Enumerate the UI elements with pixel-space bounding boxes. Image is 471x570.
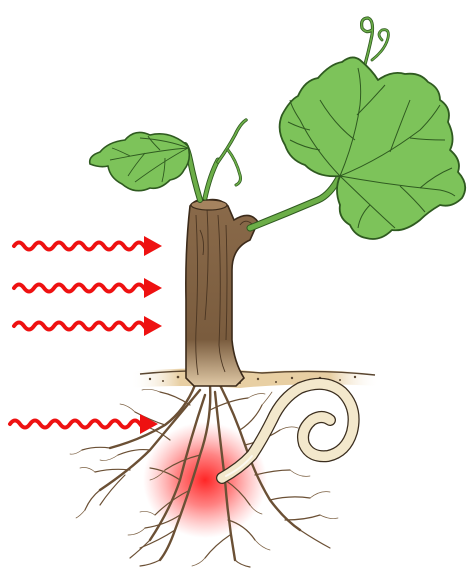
wavy-arrow-3 — [14, 316, 162, 336]
wavy-arrow-1 — [14, 236, 162, 256]
nematode-worm — [222, 384, 354, 478]
wavy-arrow-4 — [10, 414, 158, 434]
wavy-arrow-2 — [14, 278, 162, 298]
wavy-arrows — [10, 236, 162, 434]
large-leaf — [280, 57, 466, 239]
small-leaf — [90, 132, 190, 190]
